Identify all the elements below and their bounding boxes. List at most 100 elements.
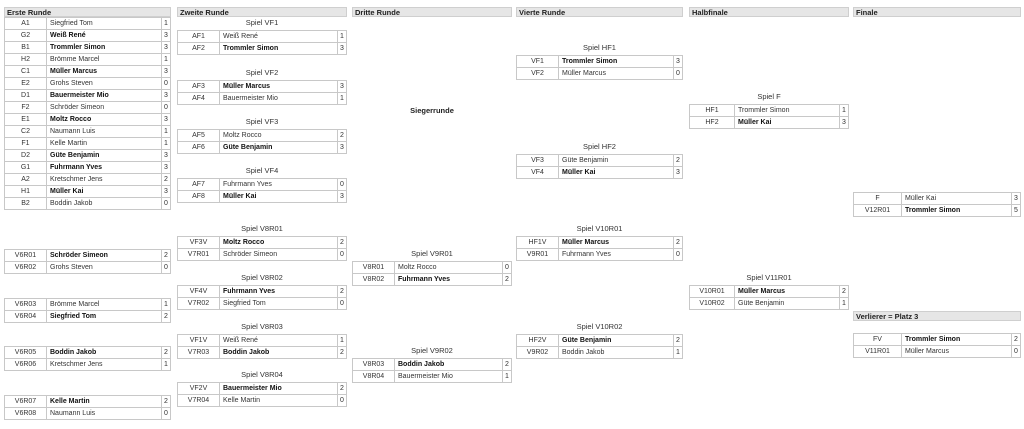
score: 3	[337, 142, 346, 153]
score: 2	[161, 347, 170, 358]
seed-code: V7R01	[178, 249, 220, 260]
score: 3	[337, 191, 346, 202]
player-name: Fuhrmann Yves	[223, 288, 276, 295]
seed-code: H1	[5, 186, 47, 197]
player-name: Grohs Steven	[50, 80, 93, 87]
seed-code: V9R01	[517, 249, 559, 260]
seed-code: E1	[5, 114, 47, 125]
player-name: Grohs Steven	[50, 264, 93, 271]
seed-code: V6R05	[5, 347, 47, 358]
seed-code: C2	[5, 126, 47, 137]
seed-code: VF1V	[178, 335, 220, 346]
player-name: Boddin Jakob	[562, 349, 605, 356]
seed-code: V7R04	[178, 395, 220, 406]
score: 1	[161, 18, 170, 29]
seed-code: AF4	[178, 93, 220, 104]
player-name: Trommler Simon	[905, 207, 961, 214]
player-name: Moltz Rocco	[50, 116, 92, 123]
column-header-halbfinale: Halbfinale	[689, 7, 849, 17]
score: 0	[161, 262, 170, 273]
score: 2	[161, 250, 170, 261]
player-name: Bauermeister Mio	[50, 92, 109, 99]
score: 3	[337, 43, 346, 54]
seed-code: V9R02	[517, 347, 559, 358]
player-name: Müller Marcus	[905, 348, 949, 355]
score: 1	[502, 371, 511, 382]
seed-code: V6R03	[5, 299, 47, 310]
player-name: Fuhrmann Yves	[223, 181, 272, 188]
player-name: Siegfried Tom	[50, 20, 93, 27]
match-title: Spiel HF1	[583, 43, 616, 52]
score: 2	[337, 130, 346, 141]
player-name: Naumann Luis	[50, 128, 96, 135]
player-name: Weiß René	[50, 32, 86, 39]
score: 0	[1011, 346, 1020, 357]
player-name: Bauermeister Mio	[223, 95, 278, 102]
seed-code: V6R04	[5, 311, 47, 322]
seed-code: V6R06	[5, 359, 47, 370]
player-name: Boddin Jakob	[50, 200, 93, 207]
seed-code: AF7	[178, 179, 220, 190]
match-title: Spiel V10R02	[576, 322, 623, 331]
seed-code: VF2V	[178, 383, 220, 394]
player-name: Fuhrmann Yves	[398, 276, 451, 283]
match-title: Spiel VF1	[245, 18, 279, 27]
column-header-round3: Dritte Runde	[352, 7, 512, 17]
seed-code: AF3	[178, 81, 220, 92]
match-title: Spiel VF2	[245, 68, 279, 77]
seed-code: V6R02	[5, 262, 47, 273]
score: 3	[337, 81, 346, 92]
seed-code: V8R04	[353, 371, 395, 382]
score: 2	[337, 286, 346, 297]
player-name: Trommler Simon	[50, 44, 106, 51]
player-name: Boddin Jakob	[398, 361, 445, 368]
score: 3	[161, 150, 170, 161]
verlierer-header: Verlierer = Platz 3	[853, 311, 1021, 321]
seed-code: V8R01	[353, 262, 395, 273]
seed-code: F1	[5, 138, 47, 149]
score: 0	[161, 78, 170, 89]
score: 2	[337, 237, 346, 248]
player-name: Müller Kai	[738, 119, 772, 126]
score: 2	[1011, 334, 1020, 345]
player-name: Moltz Rocco	[223, 132, 262, 139]
seed-code: HF2V	[517, 335, 559, 346]
seed-code: V6R07	[5, 396, 47, 407]
player-name: Güte Benjamin	[50, 152, 100, 159]
seed-code: HF1V	[517, 237, 559, 248]
player-name: Kelle Martin	[223, 397, 260, 404]
score: 0	[337, 298, 346, 309]
seed-code: A1	[5, 18, 47, 29]
seed-code: VF4	[517, 167, 559, 178]
score: 1	[161, 359, 170, 370]
seed-code: V6R01	[5, 250, 47, 261]
player-name: Müller Kai	[223, 193, 257, 200]
